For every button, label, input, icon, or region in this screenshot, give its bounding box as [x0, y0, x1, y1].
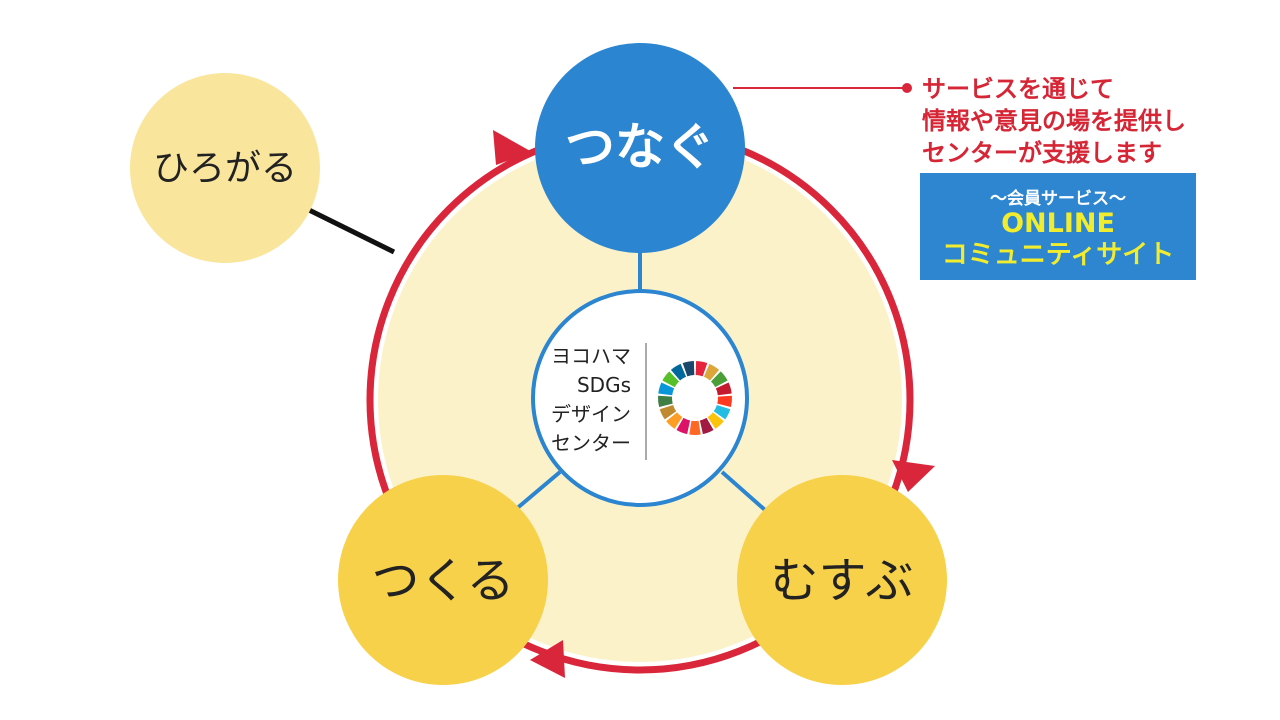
center-line2: SDGs: [577, 373, 631, 397]
node-hirogaru: [130, 73, 320, 263]
connector-right: [720, 470, 767, 512]
arrow-to-musubu: [892, 460, 935, 492]
online-subtitle: 〜会員サービス〜: [990, 189, 1126, 209]
sdg-wheel-icon: [658, 361, 732, 435]
sdg-wheel-segment: [715, 382, 732, 396]
center-line3: デザイン: [551, 402, 631, 426]
node-tsukuru: [338, 475, 548, 685]
node-tsukuru-label: つくる: [371, 553, 514, 609]
connector-left: [513, 470, 562, 512]
arrow-to-tsukuru: [530, 640, 565, 678]
sdg-wheel-segment: [670, 363, 687, 381]
sdg-wheel-segment: [713, 404, 731, 420]
sdg-wheel-segment: [658, 382, 675, 396]
sdg-wheel-segment: [682, 361, 695, 377]
arrow-to-tsunagu: [493, 130, 532, 165]
note-dot: [902, 83, 912, 93]
online-title: ONLINE: [1001, 208, 1115, 239]
connector-hirogaru: [303, 205, 396, 255]
sdg-wheel-segment: [699, 417, 714, 435]
sdg-wheel-segment: [666, 412, 683, 429]
center-line4: センター: [551, 431, 631, 455]
note-line2: 情報や意見の場を提供し: [922, 107, 1186, 135]
online-community-title: コミュニティサイト: [941, 240, 1175, 270]
center-line1: ヨコハマ: [551, 344, 631, 368]
node-tsunagu-label: つなぐ: [565, 118, 715, 176]
node-musubu-label: むすぶ: [770, 553, 913, 609]
sdg-wheel-segment: [710, 371, 728, 388]
node-tsunagu: [535, 43, 745, 253]
node-hirogaru-label: ひろがる: [153, 148, 297, 189]
sdg-wheel-segment: [662, 371, 680, 388]
note-line1: サービスを通じて: [922, 75, 1114, 103]
sdg-wheel-segment: [658, 395, 673, 408]
node-musubu: [737, 475, 947, 685]
center-logo: [531, 289, 749, 507]
sdg-wheel-segment: [689, 420, 701, 435]
sdg-wheel-segment: [703, 363, 720, 381]
online-community-banner: 〜会員サービス〜 ONLINE コミュニティサイト: [920, 173, 1196, 280]
sdg-wheel-segment: [707, 412, 724, 429]
note-line3: センターが支援します: [922, 139, 1162, 167]
sdg-wheel-segment: [717, 395, 732, 408]
sdg-wheel-segment: [695, 361, 708, 377]
sdg-wheel-segment: [676, 417, 691, 435]
sdg-wheel-segment: [659, 404, 677, 420]
